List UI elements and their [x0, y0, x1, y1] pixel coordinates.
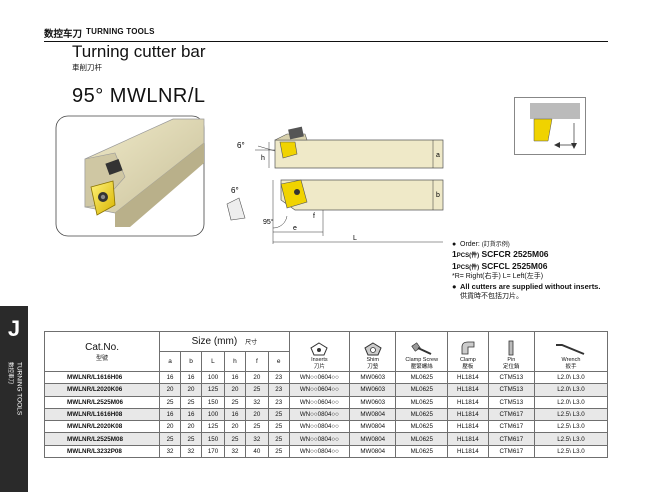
product-photo — [55, 115, 205, 237]
col-b: b — [180, 351, 202, 372]
technical-drawing: 6° h a b 6° 95° e L f — [226, 126, 444, 244]
ex2-code: SCFCL 2525M06 — [481, 260, 548, 271]
wrench-icon — [555, 344, 585, 356]
insert-icon — [310, 342, 328, 356]
cat-no-header: Cat.No.型號 — [43, 331, 161, 372]
ex1-code: SCFCR 2525M06 — [481, 249, 549, 260]
page-title: Turning cutter bar — [72, 42, 206, 61]
dim-h: h — [261, 155, 265, 162]
section-tab-cn: 數控車刀 — [7, 362, 13, 385]
dim-e: e — [293, 225, 297, 232]
section-tab-en: TURNING TOOLS — [15, 362, 23, 416]
dim-a: a — [436, 152, 440, 159]
clamp-icon — [461, 341, 475, 355]
page-title-cn: 車削刀杆 — [72, 63, 102, 72]
supply-note: All cutters are supplied without inserts… — [460, 281, 601, 291]
model-title: 95° MWLNR/L — [72, 85, 206, 107]
order-notes: ●Order: (訂貨示例) 1PCS(件) SCFCR 2525M06 1PC… — [452, 241, 601, 300]
application-diagram — [514, 97, 586, 155]
ex1-unit: PCS(件) — [456, 253, 480, 260]
angle-top: 6° — [237, 141, 245, 150]
dim-L: L — [353, 235, 357, 242]
supply-note-cn: 供貨時不包括刀片。 — [460, 292, 523, 300]
clamp-screw-icon — [411, 342, 432, 356]
angle-side: 6° — [231, 186, 239, 195]
angle-cut: 95° — [263, 218, 274, 226]
shim-icon — [364, 342, 382, 356]
col-h: h — [224, 351, 246, 372]
section-letter: J — [7, 316, 21, 341]
order-label: Order: — [460, 241, 480, 248]
dim-f: f — [313, 213, 315, 220]
col-L: L — [200, 351, 226, 372]
pin-icon — [508, 340, 514, 356]
size-header: Size (mm)尺寸 — [159, 330, 290, 353]
ex2-unit: PCS(件) — [456, 264, 480, 271]
header-cn: 数控车刀 — [44, 29, 83, 40]
col-f: f — [244, 351, 269, 372]
ex2-qty: 1 — [452, 260, 457, 271]
page-header: 数控车刀 TURNING TOOLS — [44, 26, 608, 42]
ex1-qty: 1 — [452, 249, 457, 260]
col-e: e — [267, 351, 290, 372]
dim-b: b — [436, 192, 440, 199]
rl-note: *R= Right(右手) L= Left(左手) — [452, 273, 544, 281]
header-en: TURNING TOOLS — [86, 27, 155, 36]
order-label-cn: (訂貨示例) — [481, 242, 510, 248]
section-tab: J TURNING TOOLS 數控車刀 — [0, 306, 28, 492]
col-a: a — [159, 351, 182, 372]
